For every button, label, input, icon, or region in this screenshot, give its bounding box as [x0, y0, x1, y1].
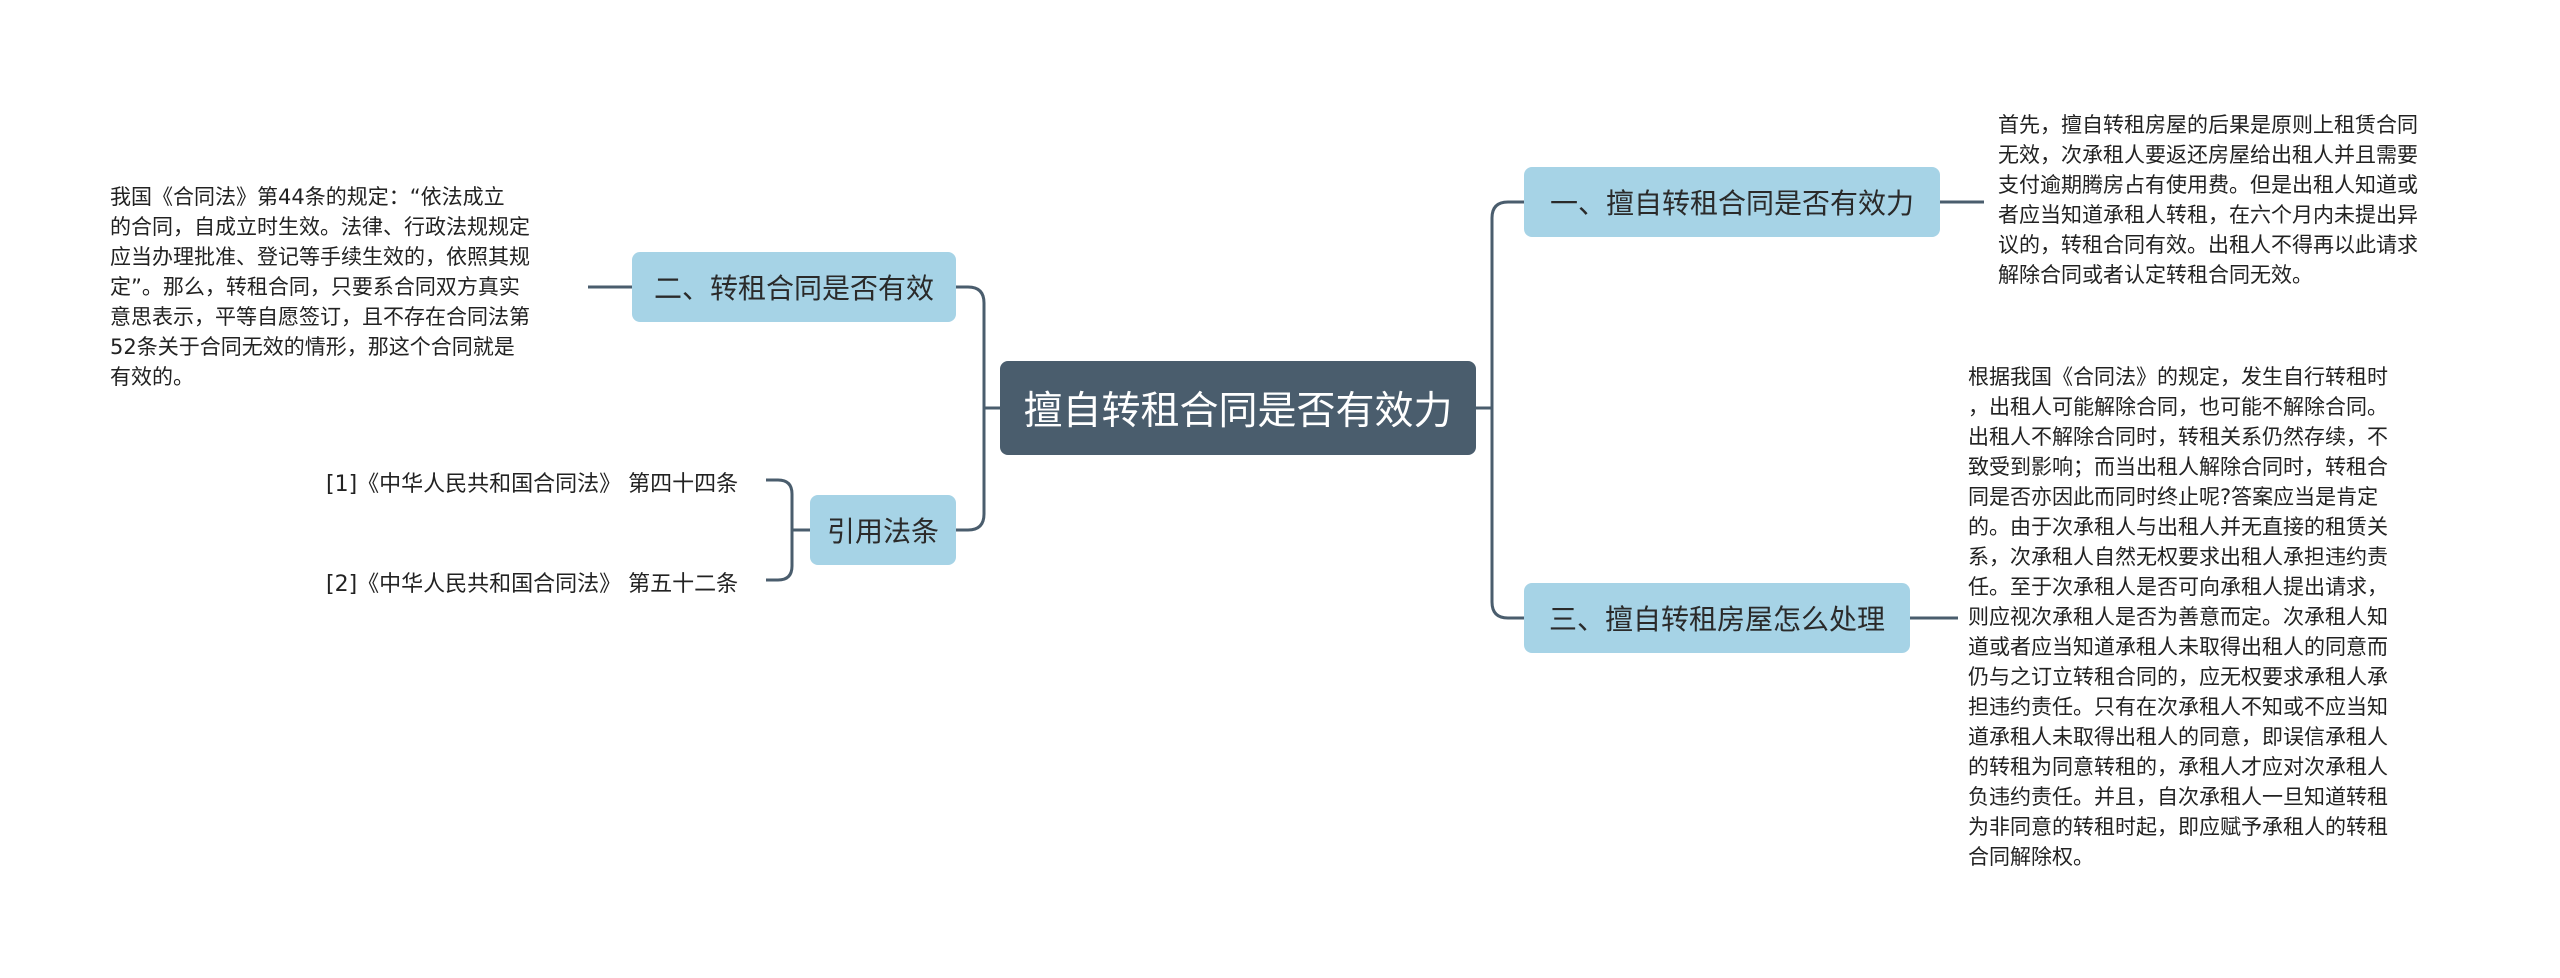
branch-3-node[interactable]: 三、擅自转租房屋怎么处理 — [1524, 583, 1910, 653]
leaf-b3-line: 的。由于次承租人与出租人并无直接的租赁关 — [1968, 515, 2388, 539]
leaf-b1-line: 无效，次承租人要返还房屋给出租人并且需要 — [1998, 143, 2418, 167]
leaf-b1-line: 议的，转租合同有效。出租人不得再以此请求 — [1998, 233, 2418, 257]
leaf-b3-line: 道承租人未取得出租人的同意，即误信承租人 — [1968, 725, 2388, 749]
leaf-b3-line: 仍与之订立转租合同的，应无权要求承租人承 — [1968, 665, 2388, 689]
leaf-b1-line: 者应当知道承租人转租，在六个月内未提出异 — [1998, 203, 2418, 227]
leaf-b3-line: 任。至于次承租人是否可向承租人提出请求， — [1968, 575, 2388, 599]
leaf-b2-line: 意思表示，平等自愿签订，且不存在合同法第 — [110, 305, 530, 329]
link-b4-ref2 — [766, 528, 810, 582]
leaf-b3-line: 合同解除权。 — [1968, 845, 2094, 869]
leaf-b3-line: 系，次承租人自然无权要求出租人承担违约责 — [1968, 545, 2388, 569]
leaf-b3-line: 为非同意的转租时起，即应赋予承租人的转租 — [1968, 815, 2388, 839]
leaf-b3-line: 道或者应当知道承租人未取得出租人的同意而 — [1968, 635, 2388, 659]
root-title: 擅自转租合同是否有效力 — [1023, 389, 1453, 434]
branch-4-label: 引用法条 — [826, 515, 939, 548]
branch-1-label: 一、擅自转租合同是否有效力 — [1549, 187, 1914, 220]
reference-item: [1]《中华人民共和国合同法》 第四十四条 — [326, 472, 739, 497]
link-root-b4 — [956, 406, 1000, 532]
branch-4-node[interactable]: 引用法条 — [810, 495, 956, 565]
leaf-b2-line: 定”。那么，转租合同，只要系合同双方真实 — [110, 275, 520, 299]
leaf-b3-line: 同是否亦因此而同时终止呢?答案应当是肯定 — [1968, 485, 2379, 509]
leaf-b3-line: 负违约责任。并且，自次承租人一旦知道转租 — [1968, 785, 2388, 809]
leaf-b3-line: 致受到影响；而当出租人解除合同时，转租合 — [1968, 455, 2388, 479]
leaf-b2-text: 我国《合同法》第44条的规定：“依法成立 的合同，自成立时生效。法律、行政法规规… — [110, 182, 590, 392]
leaf-b3-line: 的转租为同意转租的，承租人才应对次承租人 — [1968, 755, 2388, 779]
leaf-b2-line: 我国《合同法》第44条的规定：“依法成立 — [110, 185, 505, 209]
link-root-b2 — [956, 285, 1000, 410]
leaf-b1-line: 支付逾期腾房占有使用费。但是出租人知道或 — [1998, 173, 2418, 197]
branch-2-node[interactable]: 二、转租合同是否有效 — [632, 252, 956, 322]
leaf-b3-line: ，出租人可能解除合同，也可能不解除合同。 — [1968, 395, 2388, 419]
link-b4-ref1 — [766, 478, 810, 532]
leaf-b1-line: 首先，擅自转租房屋的后果是原则上租赁合同 — [1998, 113, 2418, 137]
leaf-b3-line: 则应视次承租人是否为善意而定。次承租人知 — [1968, 605, 2388, 629]
branch-2-label: 二、转租合同是否有效 — [653, 272, 934, 305]
leaf-b3-line: 出租人不解除合同时，转租关系仍然存续，不 — [1968, 425, 2388, 449]
leaf-b3-line: 担违约责任。只有在次承租人不知或不应当知 — [1968, 695, 2388, 719]
root-node[interactable]: 擅自转租合同是否有效力 — [1000, 361, 1476, 455]
branch-1-node[interactable]: 一、擅自转租合同是否有效力 — [1524, 167, 1940, 237]
leaf-b2-line: 的合同，自成立时生效。法律、行政法规规定 — [110, 215, 530, 239]
leaf-b2-line: 52条关于合同无效的情形，那这个合同就是 — [110, 335, 515, 359]
leaf-b3-line: 根据我国《合同法》的规定，发生自行转租时 — [1968, 365, 2388, 389]
leaf-b2-line: 应当办理批准、登记等手续生效的，依照其规 — [110, 245, 530, 269]
branch-3-label: 三、擅自转租房屋怎么处理 — [1548, 603, 1885, 636]
link-root-b1 — [1476, 200, 1524, 410]
leaf-b2-line: 有效的。 — [110, 365, 194, 389]
link-root-b3 — [1476, 406, 1524, 620]
leaf-b3-text: 根据我国《合同法》的规定，发生自行转租时 ，出租人可能解除合同，也可能不解除合同… — [1968, 362, 2458, 872]
reference-item: [2]《中华人民共和国合同法》 第五十二条 — [326, 572, 739, 597]
leaf-b1-text: 首先，擅自转租房屋的后果是原则上租赁合同 无效，次承租人要返还房屋给出租人并且需… — [1998, 110, 2498, 290]
leaf-b1-line: 解除合同或者认定转租合同无效。 — [1998, 263, 2313, 287]
